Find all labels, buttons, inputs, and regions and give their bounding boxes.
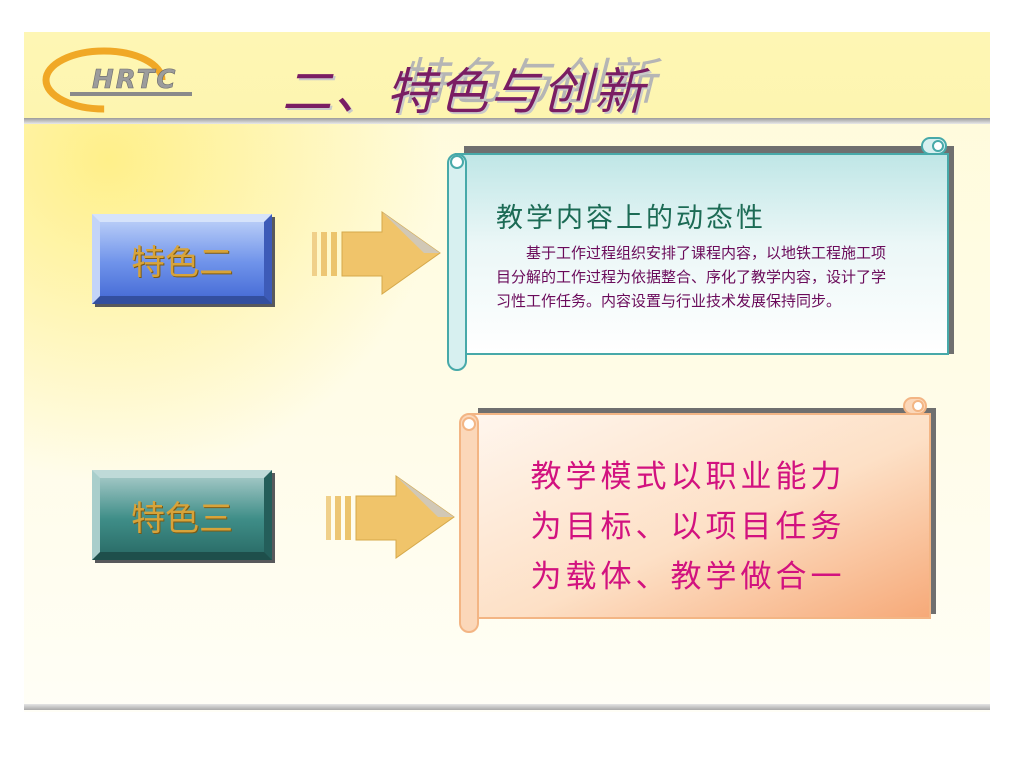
scroll-one-heading: 教学内容上的动态性 — [496, 203, 766, 234]
logo-text: HRTC — [92, 65, 177, 95]
footer-divider — [24, 704, 990, 710]
scroll-two-line: 教学模式以职业能力 — [530, 459, 846, 495]
feature-three-button[interactable]: 特色三 — [92, 470, 272, 560]
scroll-two-line: 为载体、教学做合一 — [530, 559, 846, 595]
scroll-two-line: 为目标、以项目任务 — [530, 509, 846, 545]
hrtc-logo: HRTC — [42, 47, 192, 113]
logo-ring-icon — [42, 47, 166, 113]
header-divider — [24, 118, 990, 124]
background-glow — [24, 124, 444, 484]
title-ghost: 特色与创新 — [398, 53, 658, 111]
feature-two-label: 特色二 — [131, 242, 233, 283]
scroll-card-two-content: 教学模式以职业能力 为目标、以项目任务 为载体、教学做合一 — [488, 452, 888, 602]
scroll-card-one — [447, 137, 954, 371]
arrow-right-icon — [312, 211, 441, 295]
scroll-one-body: 基于工作过程组织安排了课程内容，以地铁工程施工项目分解的工作过程为依据整合、序化… — [496, 244, 887, 310]
page-title: 二、特色与创新 — [282, 63, 646, 121]
feature-three-label: 特色三 — [131, 498, 233, 539]
feature-two-button[interactable]: 特色二 — [92, 214, 272, 304]
arrow-right-icon — [326, 475, 455, 559]
header-band — [24, 32, 990, 118]
scroll-card-two — [459, 397, 936, 633]
scroll-card-one-content: 教学内容上的动态性 基于工作过程组织安排了课程内容，以地铁工程施工项目分解的工作… — [496, 196, 898, 313]
